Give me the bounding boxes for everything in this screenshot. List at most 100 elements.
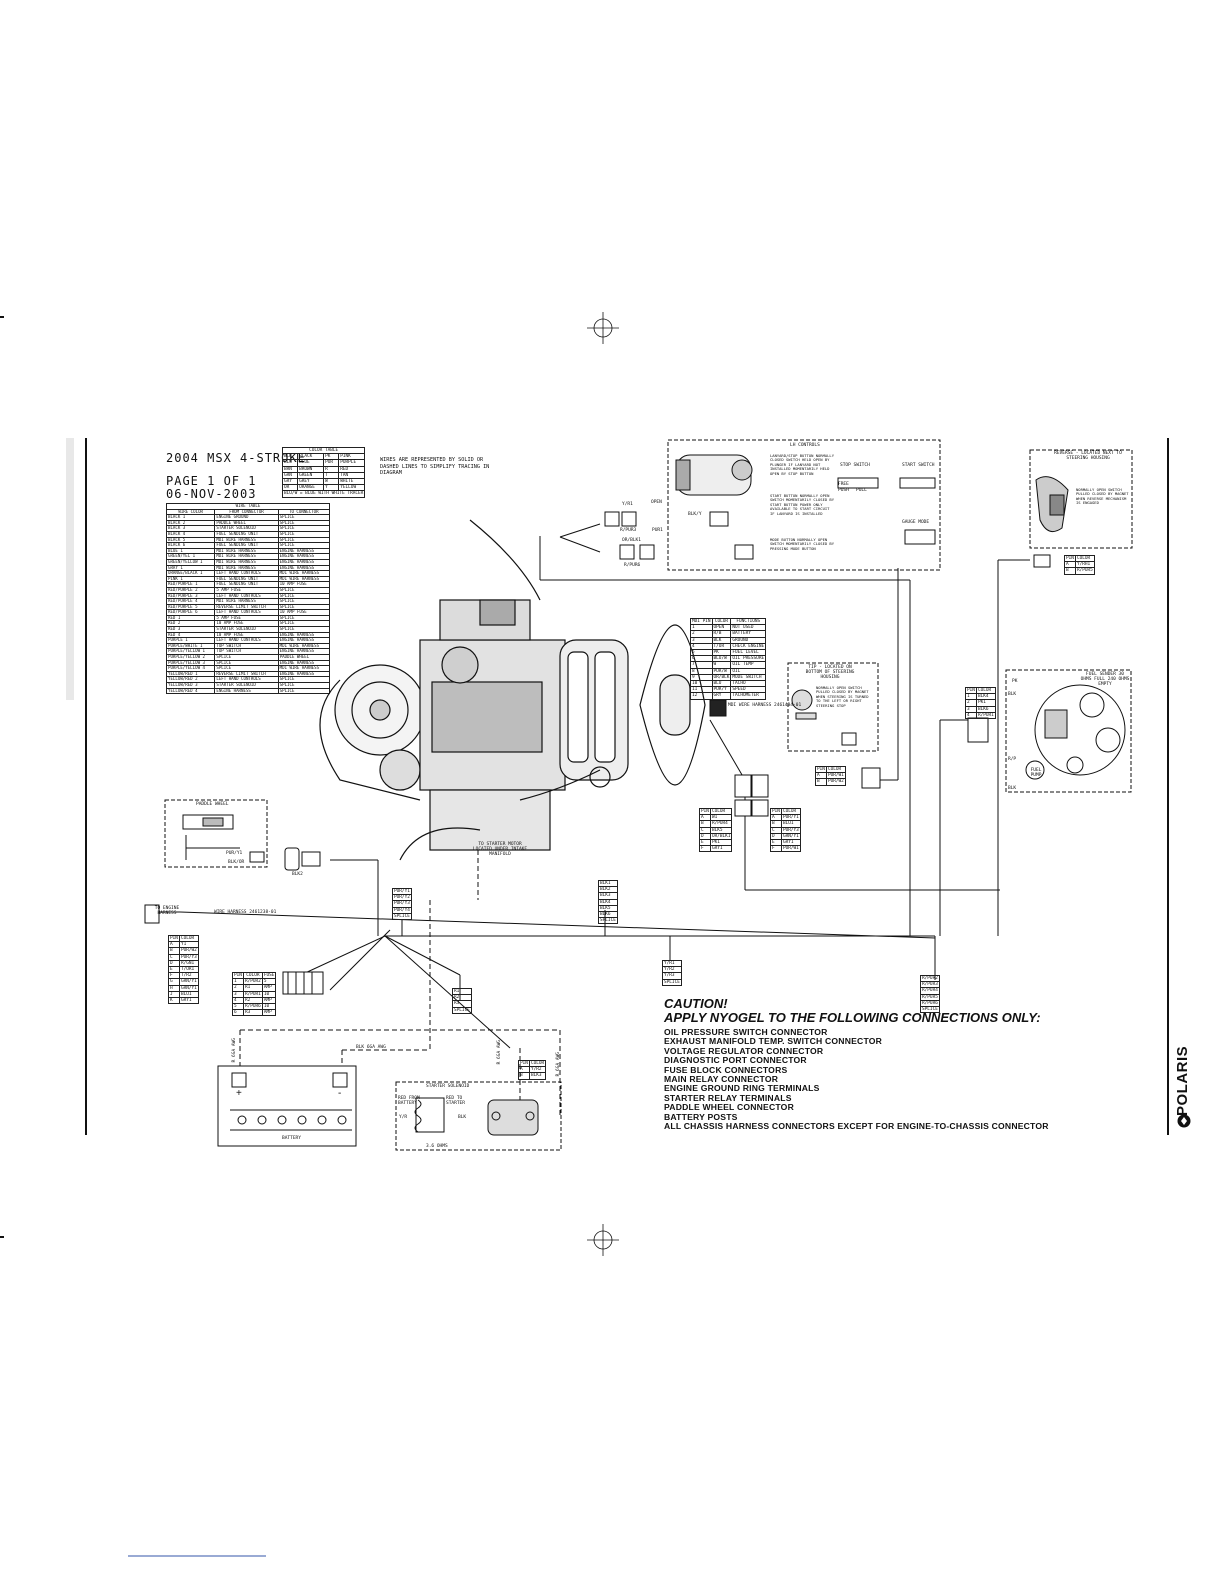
table-cell: SPLICE xyxy=(662,978,682,986)
table-cell: PK xyxy=(323,453,340,461)
revision-date: 06-NOV-2003 xyxy=(166,487,257,501)
splice-row: BLK5 xyxy=(598,904,618,913)
model-title: 2004 MSX 4-STROKE xyxy=(166,451,306,465)
table-cell: COLOR xyxy=(178,934,199,943)
mdi-connectors xyxy=(709,699,769,817)
table-cell: GROUND xyxy=(730,636,767,644)
table-cell: PURPLE xyxy=(338,459,366,467)
table-cell: B xyxy=(1064,567,1076,575)
pull-label: PULL xyxy=(856,488,867,493)
table-cell: SPLICE xyxy=(598,917,618,925)
table-cell: YELLOW/RED 4 xyxy=(165,687,216,695)
caution-item: OIL PRESSURE SWITCH CONNECTOR xyxy=(664,1027,828,1037)
battery-neg: - xyxy=(338,1088,342,1099)
lh-wire-1: Y/R1 xyxy=(622,502,633,507)
paddle-wire-1: PUR/Y1 xyxy=(226,851,243,856)
fuel-label-rp: R/P xyxy=(1008,757,1017,762)
table-cell: R/PUR5 xyxy=(920,993,940,1001)
table-cell: OR/BLK1 xyxy=(709,832,733,841)
splice-row: PUR/Y2 xyxy=(392,894,412,902)
wire-harness-label: WIRE HARNESS 2461238-01 xyxy=(214,910,277,915)
caution-item: DIAGNOSTIC PORT CONNECTOR xyxy=(664,1055,807,1066)
table-cell: SPLICE xyxy=(920,1005,940,1014)
battery-label: BATTERY xyxy=(282,1136,301,1141)
splice-row: PUR/Y3 xyxy=(392,900,412,908)
table-cell: SPLICE xyxy=(277,687,331,695)
splice-row: PUR/Y4 xyxy=(392,906,412,914)
fuel-label-blk2: BLK xyxy=(1008,786,1017,791)
caution-item: STARTER RELAY TERMINALS xyxy=(664,1092,792,1103)
table-cell: B xyxy=(815,778,827,786)
caution-subtitle: APPLY NYOGEL TO THE FOLLOWING CONNECTION… xyxy=(664,1010,1041,1025)
table-cell: R/PUR6 xyxy=(920,999,940,1008)
table-cell: W xyxy=(323,477,340,486)
engine-harness-connector xyxy=(144,904,180,924)
table-cell: BLU/W xyxy=(711,655,732,663)
table-cell: CHECK ENGINE xyxy=(730,642,767,651)
table-cell: F xyxy=(770,845,782,853)
tip-sensor-drawing xyxy=(791,689,881,789)
table-cell: BLK4 xyxy=(598,898,618,906)
table-cell: PIN xyxy=(518,1059,530,1068)
paddle-connector xyxy=(284,847,321,871)
table-cell: R/GN1 xyxy=(178,959,199,968)
splice-row: PUR/Y1 xyxy=(392,887,412,896)
table-cell: PINK xyxy=(338,453,366,461)
table-cell: PUR/W2 xyxy=(178,947,199,955)
table-header-cell: FUSE xyxy=(261,971,277,980)
table-cell: PUR/W xyxy=(711,667,732,675)
fuse-block-drawing xyxy=(282,971,324,995)
table-cell: PIN xyxy=(1064,554,1076,563)
fuel-label-pk: PK xyxy=(1012,679,1018,684)
open-label: OPEN xyxy=(651,500,662,505)
table-cell: BLU xyxy=(281,459,299,467)
table-cell: AMP xyxy=(261,984,277,992)
tip-desc: NORMALLY OPEN SWITCH PULLED CLOSED BY MA… xyxy=(816,685,869,708)
table-cell: 4 xyxy=(965,711,977,720)
gauge-mode-label: GAUGE MODE xyxy=(902,520,930,525)
caution-title: CAUTION! xyxy=(664,996,728,1011)
color-table-title: COLOR TABLE xyxy=(281,446,366,455)
table-cell: PUR/Y1 xyxy=(780,814,801,822)
battery xyxy=(217,1065,357,1147)
table-cell: BLK5 xyxy=(709,826,733,834)
table-header-cell: COLOR xyxy=(242,971,263,980)
table-cell: PIN xyxy=(770,807,782,816)
solenoid-coil: Y/R xyxy=(399,1115,408,1120)
table-cell: MODE SWITCH xyxy=(730,673,767,682)
registration-mark-top xyxy=(587,312,619,344)
table-cell: PIN xyxy=(168,934,180,943)
table-cell: PIN xyxy=(699,807,711,816)
table-cell: B xyxy=(518,1072,530,1080)
lh-controls-title: LH CONTROLS xyxy=(790,443,820,448)
table-cell: YELLOW xyxy=(338,484,366,492)
table-cell: AMP xyxy=(261,1009,277,1017)
splice-row: R/PUR3 xyxy=(920,981,940,989)
table-cell: PIN xyxy=(815,765,827,774)
splice-row: BLK4 xyxy=(598,898,618,906)
starter-solenoid xyxy=(414,1097,539,1136)
